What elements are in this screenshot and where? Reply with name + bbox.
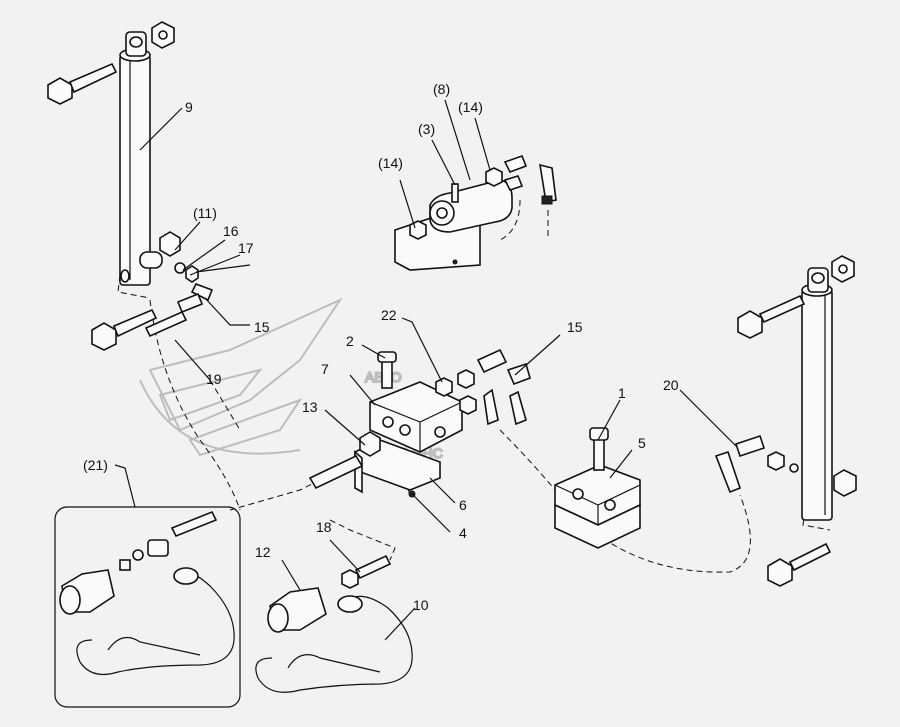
callout-13: 13: [302, 399, 318, 415]
callout-7: 7: [321, 361, 329, 377]
callout-labels: 9 (11) 16 17 15 19 (14) (3) (8) (14) 2 2…: [83, 81, 679, 613]
callout-18: 18: [316, 519, 332, 535]
callout-4: 4: [459, 525, 467, 541]
right-fittings: [714, 434, 799, 494]
left-lower-bolt: [91, 308, 158, 351]
callout-6: 6: [459, 497, 467, 513]
center-valve-block: [308, 351, 463, 498]
coupling-12: [267, 587, 327, 633]
callout-21: (21): [83, 457, 108, 473]
right-lower-nut: [833, 469, 857, 497]
leader-lines: [114, 99, 737, 641]
callout-12: 12: [255, 544, 271, 560]
center-fittings: [435, 348, 531, 426]
right-cylinder: [801, 267, 833, 521]
callout-11: (11): [193, 205, 217, 221]
callout-14-left: (14): [378, 155, 403, 171]
callout-17: 17: [238, 240, 254, 256]
callout-1: 1: [618, 385, 626, 401]
left-upper-nut: [151, 21, 175, 49]
callout-22: 22: [381, 307, 397, 323]
right-clamp-block: [554, 427, 641, 549]
callout-19: 19: [206, 371, 222, 387]
plug-18: [341, 554, 392, 589]
callout-8: (8): [433, 81, 450, 97]
callout-15-left: 15: [254, 319, 270, 335]
top-valve-assembly: [394, 154, 557, 271]
right-upper-bolt: [737, 294, 806, 339]
left-cylinder: [119, 31, 151, 286]
callout-15-right: 15: [567, 319, 583, 335]
callout-10: 10: [413, 597, 429, 613]
right-upper-nut: [831, 255, 855, 283]
callout-9: 9: [185, 99, 193, 115]
left-upper-bolt: [47, 62, 118, 105]
callout-20: 20: [663, 377, 679, 393]
callout-5: 5: [638, 435, 646, 451]
callout-14-right: (14): [458, 99, 483, 115]
strap-10: [255, 595, 413, 693]
callout-3: (3): [418, 121, 435, 137]
coupling-kit-box: [54, 506, 241, 708]
right-lower-bolt: [767, 542, 832, 587]
callout-16: 16: [223, 223, 239, 239]
callout-2: 2: [346, 333, 354, 349]
